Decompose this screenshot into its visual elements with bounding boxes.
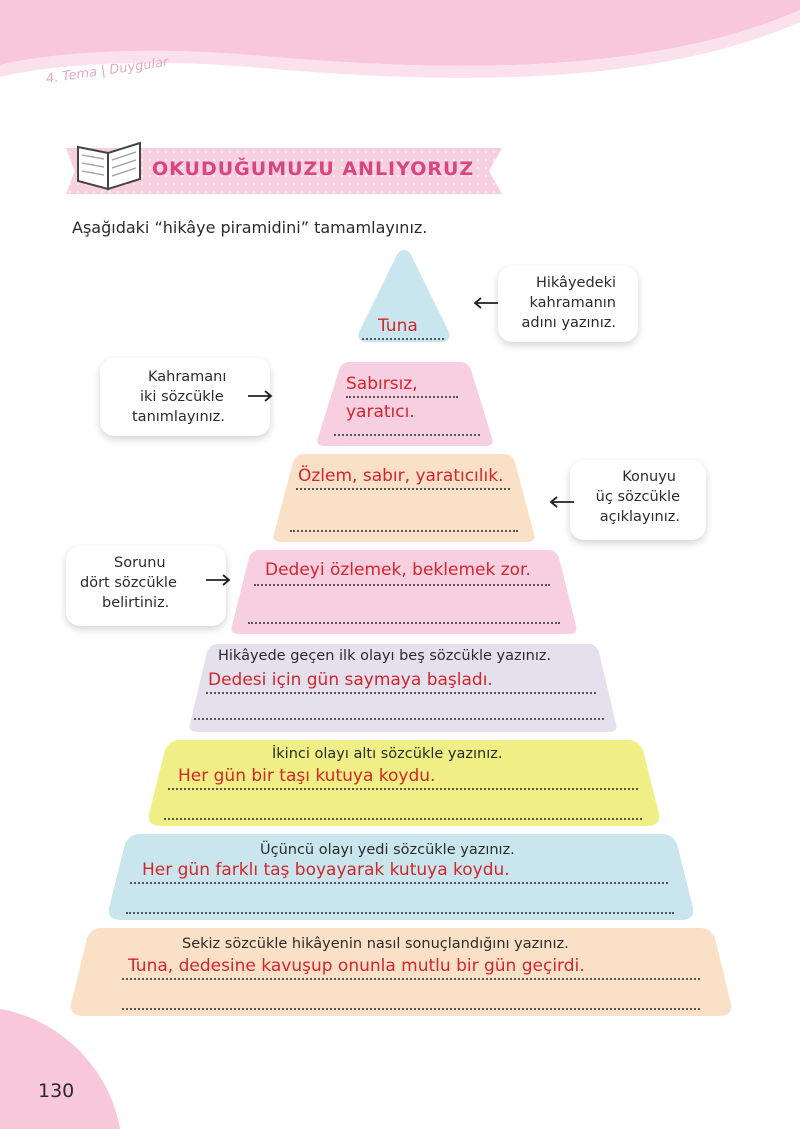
callout-1-line-2: kahramanın bbox=[529, 295, 616, 311]
tier-8-line-2 bbox=[122, 1008, 700, 1010]
arrow-right-icon bbox=[206, 574, 231, 586]
tier-2-answer-2: yaratıcı. bbox=[346, 402, 415, 422]
tier-7-line-2 bbox=[126, 912, 674, 914]
callout-2-line-1: Kahramanı bbox=[148, 369, 227, 385]
tier-6-line-2 bbox=[164, 818, 642, 820]
callout-4-line-3: belirtiniz. bbox=[102, 595, 170, 611]
callout-3-line-1: Konuyu bbox=[622, 469, 676, 485]
arrow-left-icon bbox=[549, 496, 574, 508]
pyramid-tier-8 bbox=[70, 928, 732, 1016]
callout-2-line-3: tanımlayınız. bbox=[132, 409, 225, 425]
tier-5-line-1 bbox=[206, 692, 596, 694]
pyramid-tier-4 bbox=[231, 550, 577, 634]
tier-1-line bbox=[362, 338, 444, 340]
callout-2-line-2: iki sözcükle bbox=[140, 389, 224, 405]
callout-describe-hero: Kahramanı iki sözcükle tanımlayınız. bbox=[100, 358, 270, 436]
tier-4-answer: Dedeyi özlemek, beklemek zor. bbox=[265, 560, 531, 580]
pyramid-tier-5 bbox=[189, 644, 617, 732]
callout-4-line-1: Sorunu bbox=[114, 555, 166, 571]
tier-7-label: Üçüncü olayı yedi sözcükle yazınız. bbox=[260, 842, 515, 858]
tier-7-answer: Her gün farklı taş boyayarak kutuya koyd… bbox=[142, 860, 510, 880]
tier-4-line-1 bbox=[254, 584, 550, 586]
tier-4-line-2 bbox=[248, 622, 560, 624]
tier-6-label: İkinci olayı altı sözcükle yazınız. bbox=[272, 746, 503, 762]
header-wave bbox=[0, 0, 800, 78]
arrow-right-icon bbox=[248, 390, 273, 402]
tier-6-answer: Her gün bir taşı kutuya koydu. bbox=[178, 766, 436, 786]
callout-4-line-2: dört sözcükle bbox=[80, 575, 177, 591]
callout-3-line-3: açıklayınız. bbox=[599, 509, 680, 525]
tier-3-answer: Özlem, sabır, yaratıcılık. bbox=[298, 466, 504, 486]
pyramid-tier-1 bbox=[358, 250, 450, 342]
pyramid-tier-7 bbox=[108, 834, 694, 920]
tier-2-line-1 bbox=[346, 396, 458, 398]
tier-2-line-2 bbox=[334, 434, 480, 436]
section-title: OKUDUĞUMUZU ANLIYORUZ bbox=[152, 158, 475, 180]
callout-hero-name: Hikâyedeki kahramanın adını yazınız. bbox=[498, 266, 638, 342]
tier-3-line-1 bbox=[296, 488, 510, 490]
tier-6-line-1 bbox=[168, 788, 638, 790]
callout-1-line-1: Hikâyedeki bbox=[535, 275, 616, 291]
page-number: 130 bbox=[38, 1080, 75, 1102]
callout-problem: Sorunu dört sözcükle belirtiniz. bbox=[66, 546, 226, 626]
corner-decoration bbox=[0, 1009, 120, 1129]
arrow-left-icon bbox=[473, 297, 498, 309]
callout-topic: Konuyu üç sözcükle açıklayınız. bbox=[570, 460, 706, 540]
callout-3-line-2: üç sözcükle bbox=[595, 489, 680, 505]
callout-1-line-3: adını yazınız. bbox=[521, 315, 617, 331]
tier-8-label: Sekiz sözcükle hikâyenin nasıl sonuçland… bbox=[182, 936, 569, 952]
tier-8-answer: Tuna, dedesine kavuşup onunla mutlu bir … bbox=[128, 956, 585, 976]
tier-5-label: Hikâyede geçen ilk olayı beş sözcükle ya… bbox=[218, 648, 552, 664]
tier-5-answer: Dedesi için gün saymaya başladı. bbox=[208, 670, 493, 690]
pyramid-tier-3 bbox=[273, 454, 535, 542]
tier-8-line-1 bbox=[122, 978, 700, 980]
open-book-icon bbox=[77, 141, 141, 191]
tier-1-answer: Tuna bbox=[378, 316, 418, 336]
pyramid-tier-2 bbox=[317, 362, 493, 446]
instruction-text: Aşağıdaki “hikâye piramidini” tamamlayın… bbox=[72, 218, 428, 237]
pyramid-tier-6 bbox=[148, 740, 660, 826]
tier-3-line-2 bbox=[290, 530, 518, 532]
tier-5-line-2 bbox=[194, 718, 604, 720]
tier-7-line-1 bbox=[130, 882, 668, 884]
tier-2-answer-1: Sabırsız, bbox=[346, 374, 418, 394]
